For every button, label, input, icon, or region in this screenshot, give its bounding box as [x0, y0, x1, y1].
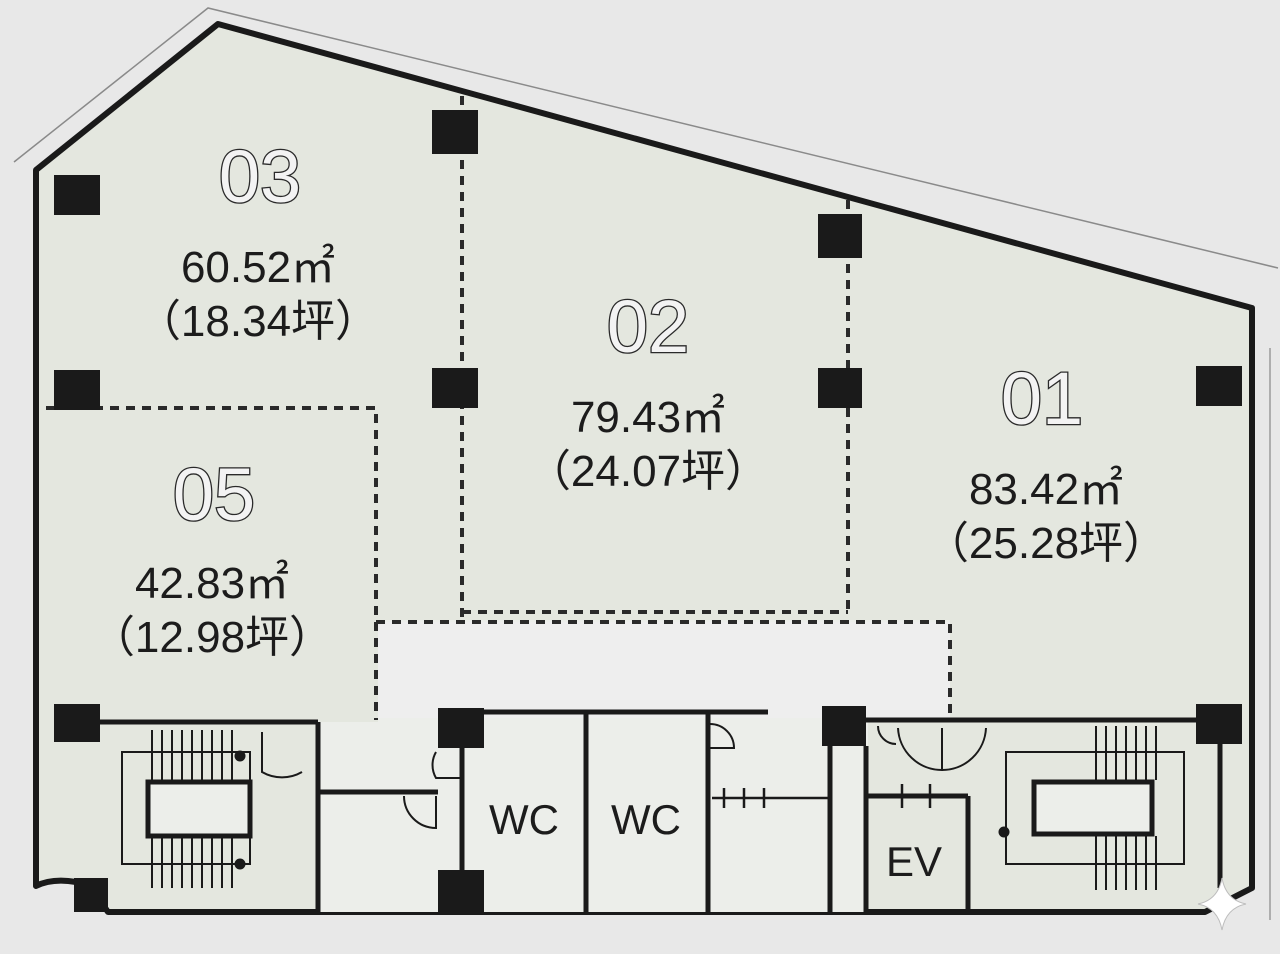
door-swings [261, 723, 987, 830]
corridor-light [378, 622, 950, 718]
core-walls [100, 709, 1223, 912]
unit-05[interactable]: 05 42.83㎡ （12.98坪） [91, 452, 333, 662]
stair-right [998, 726, 1185, 890]
unit-01[interactable]: 01 83.42㎡ （25.28坪） [925, 356, 1167, 568]
unit-05-area-tsubo: （12.98坪） [91, 613, 333, 662]
unit-02-area-m2: 79.43㎡ [571, 393, 725, 442]
unit-03-area-tsubo: （18.34坪） [137, 297, 379, 346]
unit-03-number: 03 [219, 135, 301, 218]
unit-01-number: 01 [1001, 357, 1083, 440]
unit-01-area-tsubo: （25.28坪） [925, 519, 1167, 568]
unit-05-number: 05 [173, 453, 255, 536]
sparkle-icon [1197, 877, 1247, 931]
site-boundary-line [13, 7, 1279, 269]
unit-05-area-m2: 42.83㎡ [135, 559, 289, 608]
elevator-label: EV [886, 838, 942, 885]
wc-right-label: WC [611, 796, 681, 843]
unit-03[interactable]: 03 60.52㎡ （18.34坪） [137, 134, 379, 346]
unit-03-area-m2: 60.52㎡ [181, 243, 335, 292]
unit-02[interactable]: 02 79.43㎡ （24.07坪） [527, 284, 769, 496]
structural-columns [54, 110, 1242, 912]
stair-left [121, 730, 253, 888]
unit-02-number: 02 [607, 285, 689, 368]
wc-left-label: WC [489, 796, 559, 843]
unit-01-area-m2: 83.42㎡ [969, 465, 1123, 514]
unit-partitions [46, 96, 952, 720]
unit-02-area-tsubo: （24.07坪） [527, 447, 769, 496]
railing-ticks [712, 784, 932, 808]
